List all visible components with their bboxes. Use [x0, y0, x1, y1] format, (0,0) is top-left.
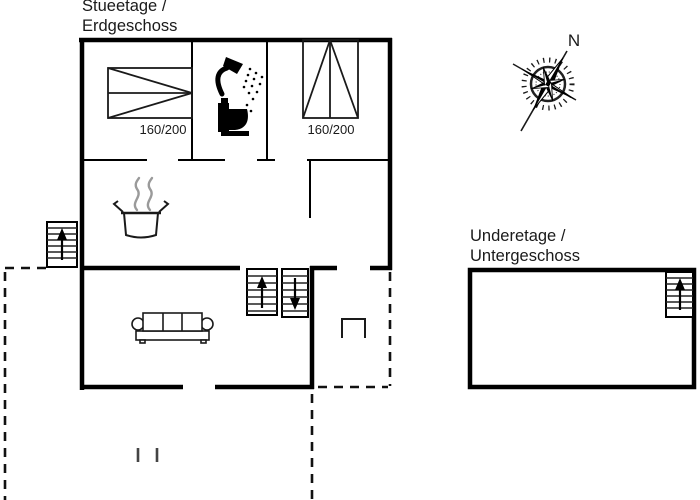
pot-body	[122, 212, 160, 239]
steam-wave-right	[146, 176, 154, 212]
bed-right-diagonal1	[302, 39, 331, 119]
basement-title-line2: Untergeschoss	[470, 247, 580, 265]
stairs-exterior-up-icon	[46, 221, 78, 268]
bed-right-diagonal2	[329, 39, 359, 119]
toilet-base	[221, 131, 249, 136]
ground-floor-title-line2: Erdgeschoss	[82, 17, 177, 35]
stairs-center-down-icon	[281, 268, 309, 318]
shower-arm	[215, 65, 230, 97]
bed-left-size-label: 160/200	[140, 122, 187, 137]
stairs-arrow-head-up	[57, 228, 67, 240]
basement-title-line1: Underetage /	[470, 227, 566, 245]
terrace-boundary-dashed	[3, 266, 392, 500]
pot-handle-left	[112, 200, 124, 213]
bed-left-diagonal1	[107, 67, 193, 94]
stairs-center-up-icon	[246, 268, 278, 316]
double-bed-left-icon	[107, 67, 193, 119]
basement-title: Underetage / Untergeschoss	[470, 227, 580, 265]
sofa-foot-right	[200, 339, 207, 344]
shower-icon	[215, 57, 264, 113]
toilet-icon	[218, 98, 249, 136]
compass-tick-ring	[521, 57, 575, 111]
terrace-bench-icon	[341, 318, 366, 338]
stairs-arrow-head-down	[290, 298, 300, 310]
stairs-basement-up-icon	[665, 271, 694, 318]
sofa-foot-left	[139, 339, 146, 344]
double-bed-right-icon	[302, 39, 359, 119]
compass-texture-ring	[535, 71, 561, 97]
toilet-tank	[218, 103, 229, 132]
compass-inner-ring	[529, 65, 567, 103]
boundary-gate-marks	[136, 448, 159, 462]
toilet-bowl	[229, 109, 248, 130]
compass-center-dot	[545, 81, 551, 87]
sofa-back	[142, 312, 203, 332]
shower-spray-dots	[242, 67, 264, 113]
sofa-arm-left	[131, 317, 145, 331]
cooking-pot-icon	[112, 176, 170, 239]
ground-floor-title: Stueetage / Erdgeschoss	[82, 0, 177, 35]
sofa-arm-right	[200, 317, 214, 331]
bed-left-diagonal2	[107, 92, 193, 119]
shower-head	[223, 57, 243, 74]
ground-floor-title-line1: Stueetage /	[82, 0, 167, 15]
compass-north-label: N	[568, 31, 580, 50]
steam-wave-left	[133, 176, 141, 212]
sofa-icon	[131, 312, 214, 344]
sofa-cushion-dividers	[162, 313, 183, 331]
compass-rose-icon	[512, 50, 577, 132]
stairs-arrow-head-up	[675, 278, 685, 290]
stairs-arrow-head-up	[257, 276, 267, 288]
compass-secondary-points	[530, 66, 566, 102]
sofa-base	[135, 330, 210, 341]
pot-handle-right	[158, 200, 170, 213]
toilet-button	[221, 98, 228, 103]
bed-right-size-label: 160/200	[308, 122, 355, 137]
ground-floor-interior-walls	[82, 40, 390, 218]
basement-outline	[467, 267, 697, 390]
